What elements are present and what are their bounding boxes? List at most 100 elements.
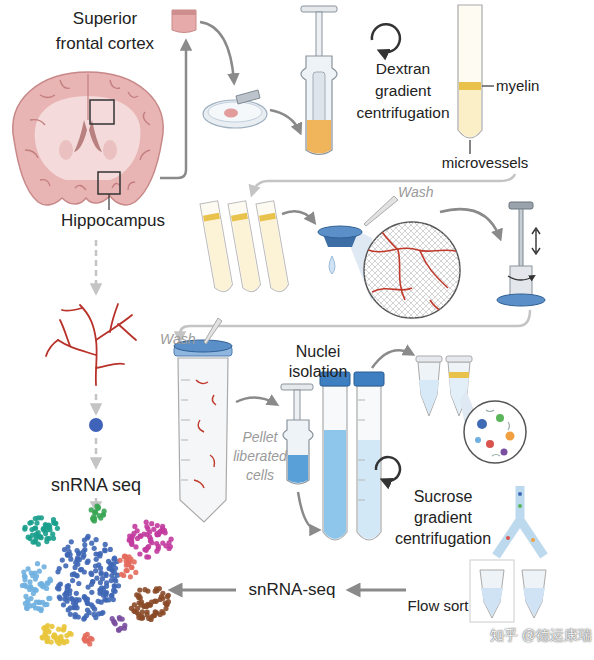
mesh-magnifier bbox=[364, 222, 460, 318]
cluster-dot bbox=[73, 560, 78, 565]
cluster-dot bbox=[118, 558, 123, 563]
flow-channel bbox=[518, 504, 522, 508]
cluster-dot bbox=[99, 600, 104, 605]
centrifuge-tube bbox=[358, 420, 365, 421]
cluster-dot bbox=[35, 561, 40, 566]
tissue-block bbox=[172, 10, 196, 33]
cluster-dot bbox=[70, 578, 75, 583]
cluster-dot bbox=[56, 627, 61, 632]
centrifuge-tube bbox=[358, 480, 365, 481]
cluster-dot bbox=[92, 546, 97, 551]
cluster-dot bbox=[160, 524, 165, 529]
cluster-dot bbox=[143, 547, 148, 552]
gradient-tube bbox=[459, 90, 481, 137]
step-note: Pellet liberated cells bbox=[228, 428, 292, 485]
dashed-arrow bbox=[95, 438, 98, 466]
cell-strainer bbox=[329, 256, 335, 274]
strainer-plunger bbox=[497, 202, 545, 306]
brain-section bbox=[140, 150, 150, 160]
centrifuge-tube bbox=[324, 430, 346, 539]
gradient-tube bbox=[458, 5, 494, 154]
microtube bbox=[418, 362, 440, 416]
cluster-dot bbox=[76, 581, 81, 586]
brain-section bbox=[128, 182, 135, 190]
cluster-dot bbox=[73, 602, 78, 607]
petri-dish bbox=[208, 102, 262, 122]
cluster-dot bbox=[137, 588, 142, 593]
strainer-plunger bbox=[508, 276, 534, 280]
vessel-tree bbox=[62, 308, 82, 311]
cluster-dot bbox=[33, 537, 38, 542]
cluster-dot bbox=[68, 552, 73, 557]
sorted-tubes bbox=[470, 560, 514, 622]
tube-set bbox=[259, 213, 276, 222]
cluster-dot bbox=[62, 597, 67, 602]
microtube bbox=[416, 356, 442, 416]
cluster-dot bbox=[138, 595, 143, 600]
strainer-plunger bbox=[509, 202, 533, 209]
cluster-dot bbox=[22, 577, 27, 582]
cluster-dot bbox=[85, 535, 90, 540]
sorted-tubes bbox=[470, 560, 546, 622]
cluster-dot bbox=[50, 532, 55, 537]
cluster-dot bbox=[87, 641, 92, 646]
centrifuge-tube bbox=[358, 440, 380, 539]
cluster-dot bbox=[34, 521, 39, 526]
conical-tube bbox=[196, 380, 208, 384]
mesh-magnifier bbox=[364, 222, 460, 318]
brain-section bbox=[25, 80, 150, 190]
cluster-dot bbox=[106, 597, 111, 602]
conical-tube bbox=[181, 380, 190, 381]
brain-section bbox=[128, 92, 138, 97]
dounce-homogenizer bbox=[301, 6, 337, 155]
nuclei-magnifier bbox=[501, 449, 508, 456]
cluster-dot bbox=[34, 574, 39, 579]
cluster-dot bbox=[128, 574, 133, 579]
cluster-dot bbox=[132, 524, 137, 529]
wash-pipette bbox=[204, 318, 222, 344]
cluster-dot bbox=[81, 553, 86, 558]
brain-section bbox=[59, 140, 73, 160]
vessel-tree bbox=[46, 340, 58, 356]
nuclei-magnifier bbox=[508, 422, 510, 430]
conical-tube bbox=[194, 480, 204, 488]
centrifuge-tube bbox=[358, 460, 365, 461]
brain-section bbox=[13, 72, 163, 205]
cluster-dot bbox=[163, 530, 168, 535]
cluster-dot bbox=[111, 588, 116, 593]
flow-channel bbox=[506, 536, 510, 540]
cluster-dot bbox=[144, 520, 149, 525]
tube-set bbox=[200, 201, 233, 293]
cluster-dot bbox=[168, 544, 173, 549]
gradient-tube bbox=[459, 82, 481, 90]
cluster-dot bbox=[44, 536, 49, 541]
cluster-dot bbox=[70, 572, 75, 577]
cluster-dot bbox=[129, 565, 134, 570]
cluster-dot bbox=[155, 532, 160, 537]
cluster-dot bbox=[145, 532, 150, 537]
cluster-dot bbox=[133, 570, 138, 575]
brain-section bbox=[112, 183, 120, 188]
conical-tube bbox=[194, 380, 216, 488]
cluster-dot bbox=[103, 548, 108, 553]
cluster-dot bbox=[77, 551, 82, 556]
cluster-dot bbox=[79, 567, 84, 572]
cluster-dot bbox=[93, 568, 98, 573]
tube-set bbox=[200, 201, 233, 293]
cluster-dot bbox=[108, 547, 113, 552]
cluster-dot bbox=[112, 583, 117, 588]
cluster-dot bbox=[154, 549, 159, 554]
cluster-dot bbox=[52, 632, 57, 637]
mesh-magnifier bbox=[364, 222, 460, 318]
conical-tube bbox=[181, 460, 190, 461]
cluster-dot bbox=[142, 547, 147, 552]
cluster-dot bbox=[96, 505, 101, 510]
cluster-dot bbox=[86, 558, 91, 563]
step-label: Nuclei isolation bbox=[268, 342, 368, 382]
strainer-plunger bbox=[532, 228, 540, 254]
microtube bbox=[446, 356, 472, 362]
cluster-dot bbox=[25, 606, 30, 611]
cluster-dot bbox=[60, 558, 65, 563]
cluster-dot bbox=[89, 541, 94, 546]
